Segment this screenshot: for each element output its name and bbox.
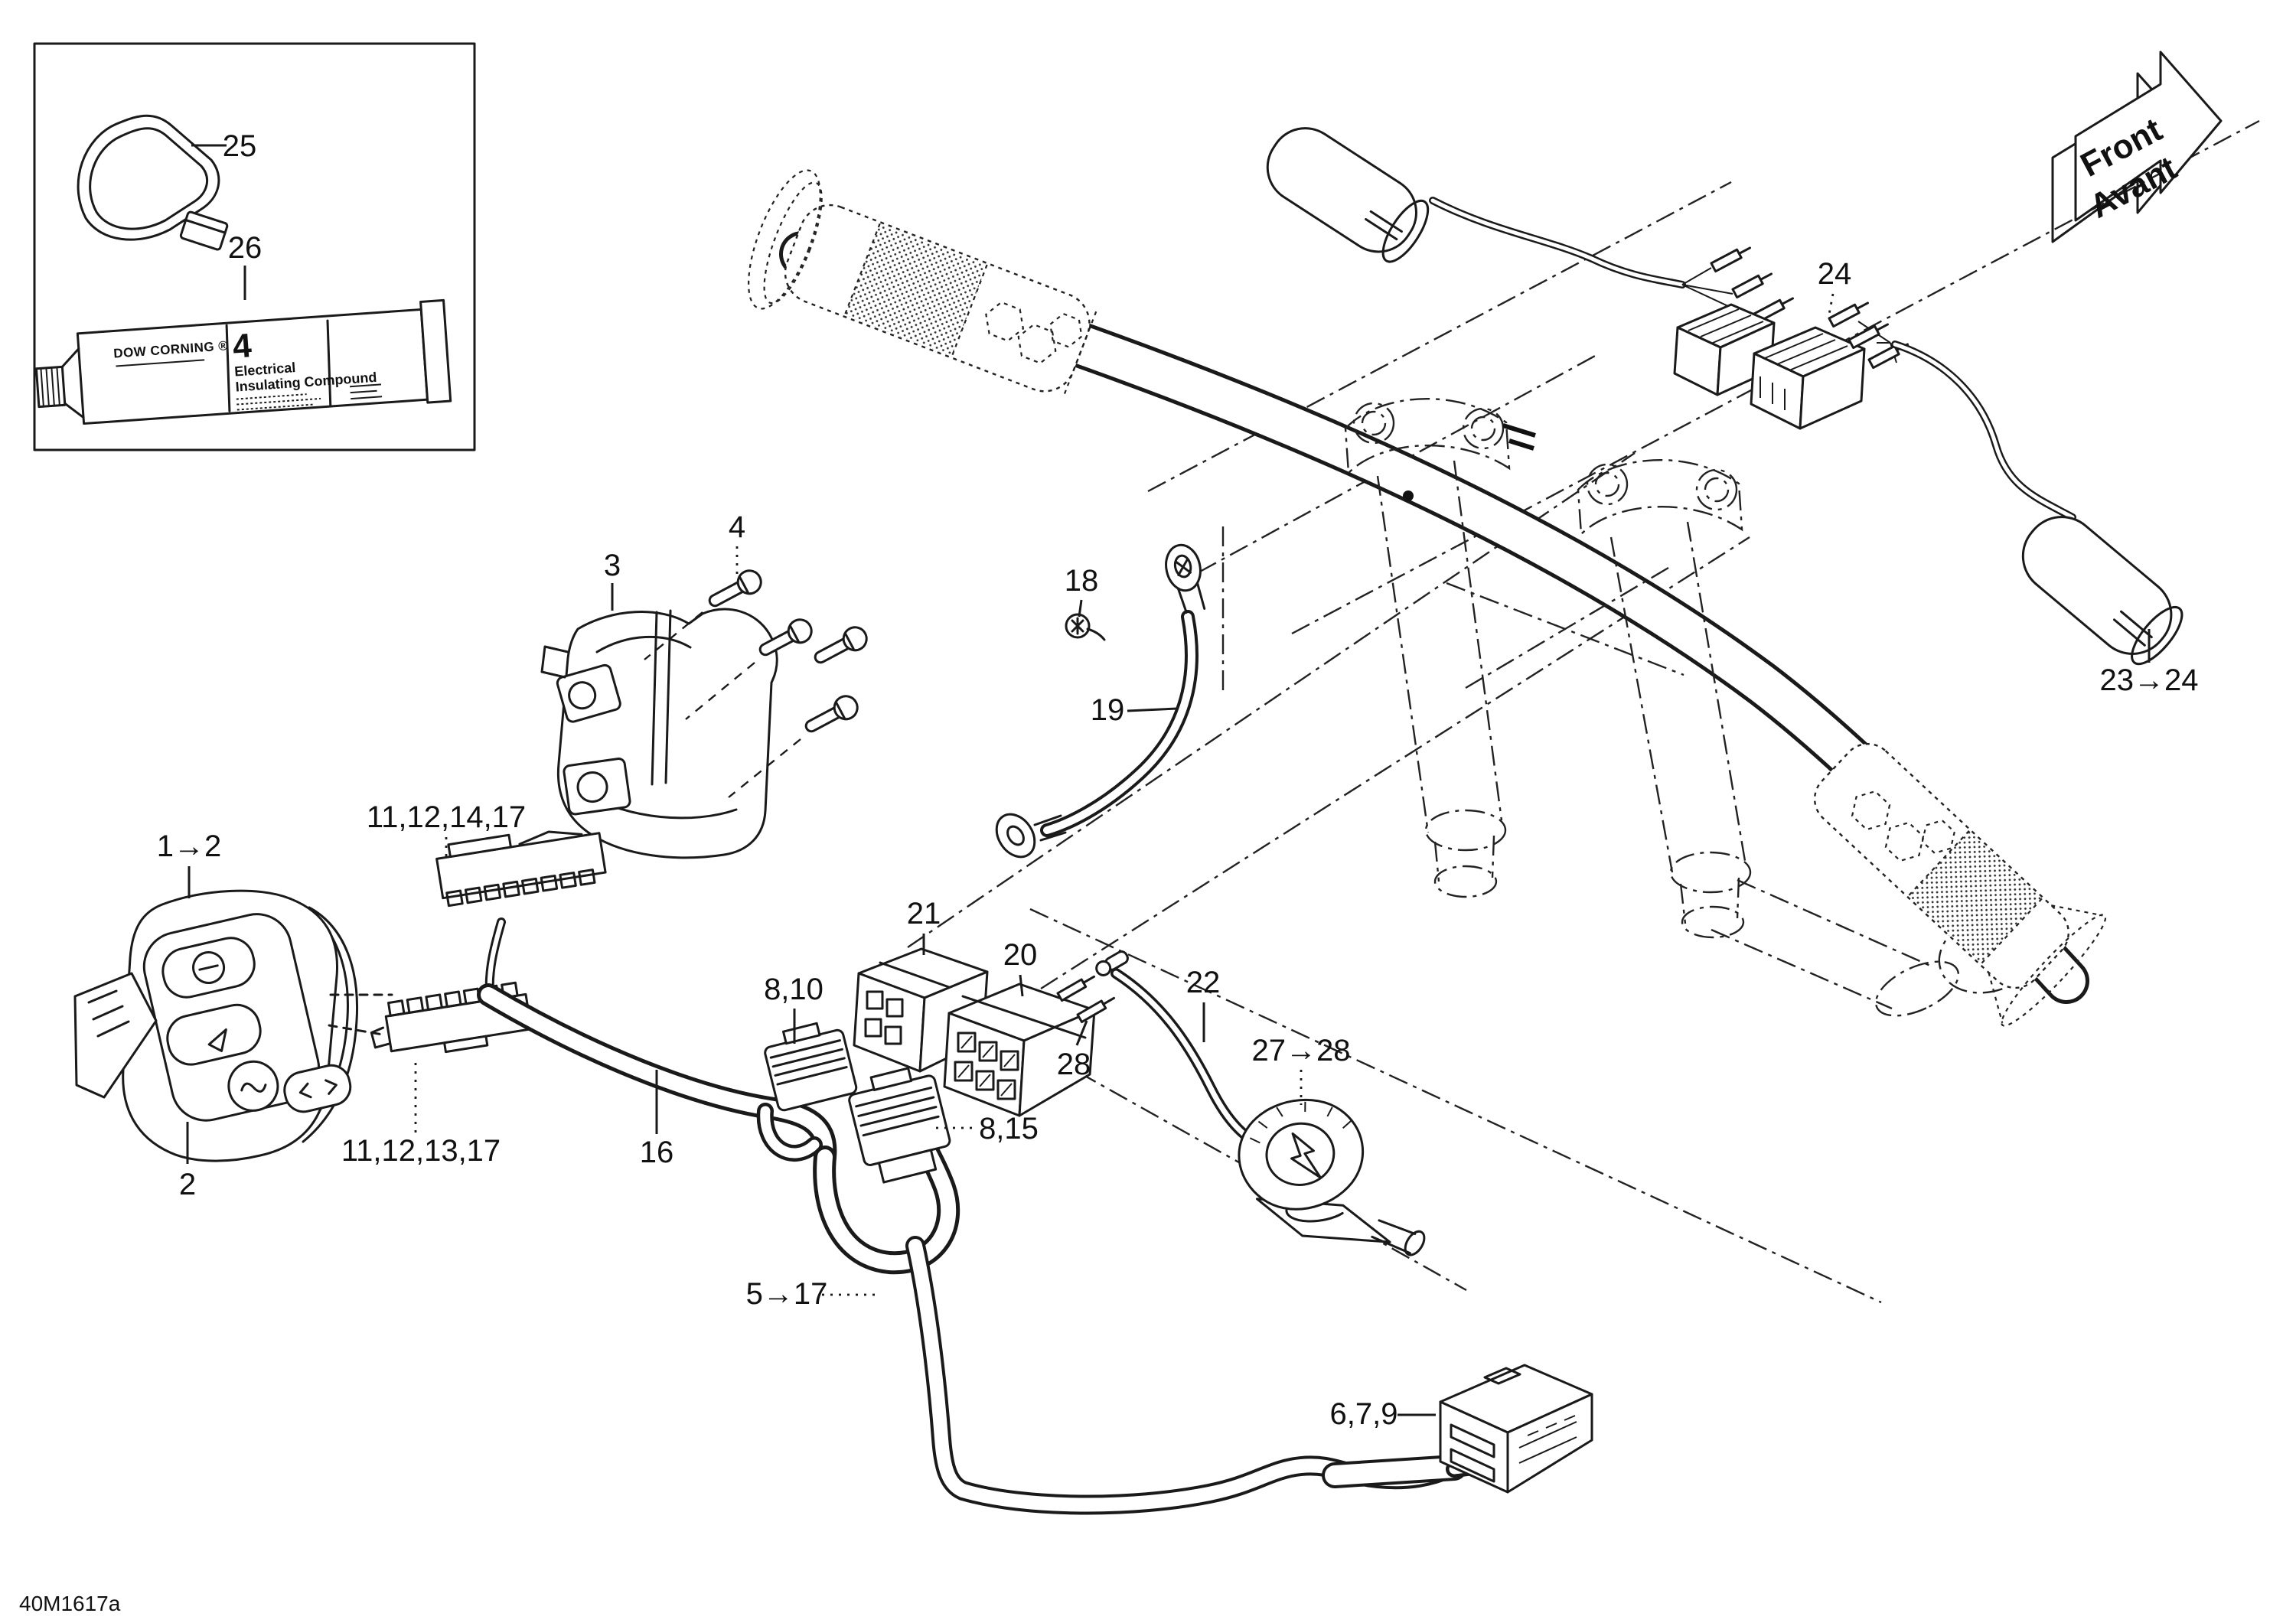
callout-20: 20 [1003,938,1038,972]
connector-6-7-9 [1439,1364,1593,1494]
callout-11-12-13-17: 11,12,13,17 [341,1134,501,1168]
callout-3: 3 [604,549,621,582]
ground-cable [995,543,1206,859]
heater-wire-right [1891,341,2076,521]
pin-connector-top [435,830,607,908]
callout-23-24: 23→24 [2100,663,2199,697]
tube-number: 4 [231,327,253,366]
callout-8-10: 8,10 [764,973,823,1006]
callout-18: 18 [1065,564,1099,598]
connector-8-10 [764,1022,858,1112]
spade-terminals-24 [1828,301,1909,370]
callout-24: 24 [1818,257,1852,291]
insulating-compound-tube-26: DOW CORNING ® 4 Electrical Insulating Co… [34,298,452,425]
callout-22: 22 [1186,966,1221,999]
start-switch-27-28 [1238,1098,1426,1256]
callout-6-7-9: 6,7,9 [1330,1397,1398,1431]
callout-28: 28 [1057,1048,1091,1081]
callout-27-28: 27→28 [1252,1034,1351,1067]
callout-5-17: 5→17 [746,1277,828,1311]
heater-wire-left [1429,197,1755,319]
drawing-code: 40M1617a [19,1592,121,1615]
callout-25: 25 [223,129,257,163]
callout-4: 4 [729,510,745,544]
steering-riser-phantom [1344,398,2042,1017]
switch-housing-shell [540,608,778,859]
heater-element-left [1266,127,1430,263]
connector-8-15 [848,1067,951,1184]
spade-terminals-28 [1056,975,1116,1024]
callout-21: 21 [907,897,941,930]
ground-screw [1065,613,1106,641]
callout-8-15: 8,15 [979,1112,1039,1146]
callout-26: 26 [228,231,263,265]
front-direction-arrow: Front Avant [2051,51,2223,243]
multifunction-switch [73,889,393,1162]
callout-labels: 25 26 3 4 1→2 2 11,12,14,17 11,12,13,17 … [157,129,2199,1431]
callout-1-2: 1→2 [157,829,222,863]
heater-element-right [2021,516,2183,666]
callout-11-12-14-17: 11,12,14,17 [367,800,526,834]
connector-20 [943,983,1096,1117]
connector-21 [853,947,989,1073]
retaining-strap-25 [77,114,229,251]
left-grip-phantom [748,169,1097,395]
callout-16: 16 [640,1136,674,1169]
housing-screws [644,569,868,798]
grip-connector-a [1673,303,1776,396]
service-products-inset: DOW CORNING ® 4 Electrical Insulating Co… [33,42,476,451]
leader-lines [186,144,2151,1416]
grip-connector-b [1750,326,1866,430]
wire-22 [1095,950,1274,1153]
callout-2: 2 [179,1168,196,1201]
callout-19: 19 [1091,693,1125,727]
right-grip-phantom [1813,742,2107,1027]
